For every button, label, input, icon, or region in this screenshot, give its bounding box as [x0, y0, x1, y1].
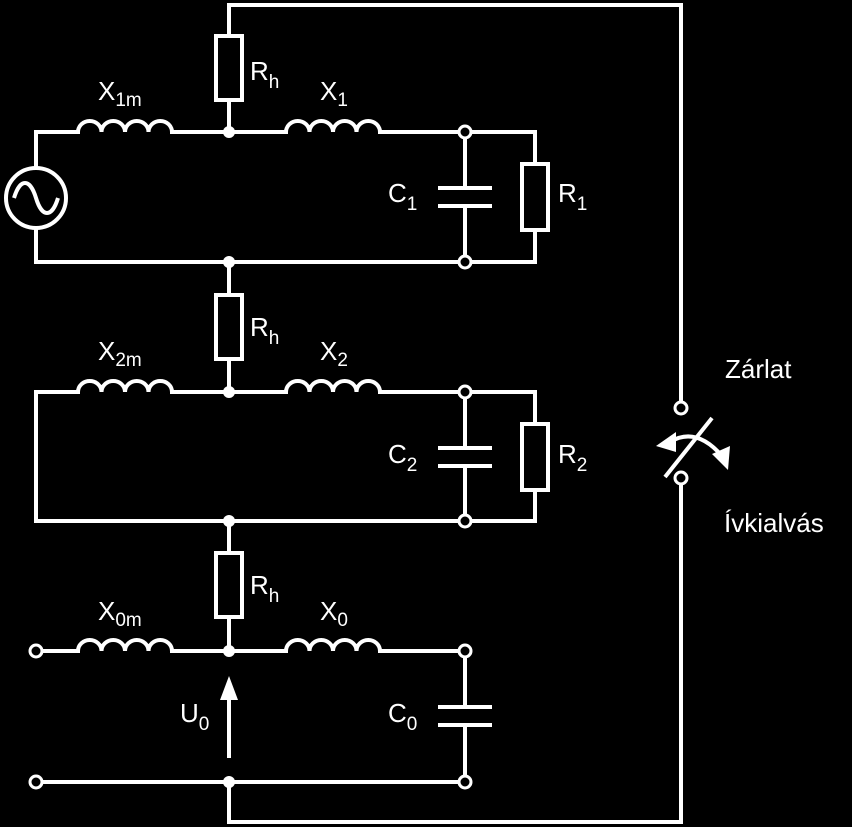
- ac-source: [4, 166, 68, 230]
- c2-label: C2: [388, 439, 417, 476]
- c0-label: C0: [388, 698, 417, 735]
- curved-arrow-icon: [656, 432, 730, 470]
- rh-top-label: Rh: [250, 56, 279, 93]
- negative-sequence-section: [34, 260, 537, 523]
- rh-middle-resistor: [214, 293, 244, 361]
- x2m-label: X2m: [98, 336, 142, 371]
- r1-resistor: [520, 162, 550, 232]
- terminal: [457, 124, 473, 140]
- c2-capacitor: [438, 446, 492, 468]
- c1-capacitor: [438, 186, 492, 208]
- rh-bottom-resistor: [214, 551, 244, 619]
- zarlat-label: Zárlat: [725, 354, 792, 384]
- terminal: [457, 643, 473, 659]
- ivkialvas-label: Ívkialvás: [724, 508, 824, 538]
- c1-label: C1: [388, 178, 417, 215]
- u0-voltage-arrow: [220, 676, 238, 758]
- terminal: [457, 384, 473, 400]
- rh-top-resistor: [214, 34, 244, 102]
- x0m-label: X0m: [98, 596, 142, 631]
- x0-label: X0: [320, 596, 348, 631]
- fault-switch: [663, 400, 714, 486]
- zero-sequence-section: [34, 519, 467, 784]
- r2-label: R2: [558, 439, 587, 476]
- return-loop-wire: [227, 3, 683, 824]
- x1m-inductor: [76, 119, 174, 134]
- terminal: [457, 774, 473, 790]
- x2-label: X2: [320, 336, 348, 371]
- x2m-inductor: [76, 379, 174, 394]
- rh-bottom-label: Rh: [250, 570, 279, 607]
- terminal: [28, 774, 44, 790]
- terminal: [457, 513, 473, 529]
- junction-dot: [223, 776, 235, 788]
- x2-inductor: [284, 379, 382, 394]
- r1-label: R1: [558, 178, 587, 215]
- x0m-inductor: [76, 638, 174, 653]
- junction-dot: [223, 645, 235, 657]
- r2-resistor: [520, 422, 550, 492]
- x1m-label: X1m: [98, 76, 142, 111]
- terminal: [28, 643, 44, 659]
- positive-sequence-section: [34, 98, 537, 264]
- c0-capacitor: [438, 705, 492, 727]
- x1-inductor: [284, 119, 382, 134]
- junction-dot: [223, 386, 235, 398]
- x0-inductor: [284, 638, 382, 653]
- x1-label: X1: [320, 76, 348, 111]
- terminal: [457, 254, 473, 270]
- u0-label: U0: [180, 698, 209, 735]
- junction-dot: [223, 126, 235, 138]
- rh-middle-label: Rh: [250, 312, 279, 349]
